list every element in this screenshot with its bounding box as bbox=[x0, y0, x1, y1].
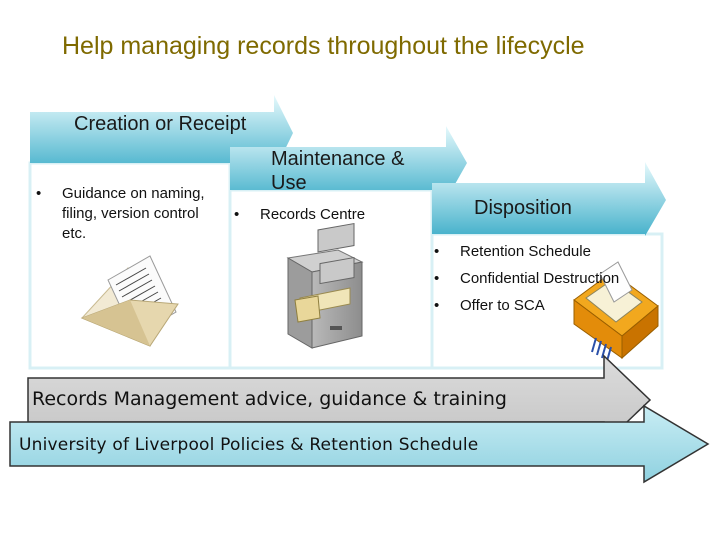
policies-bar-label: University of Liverpool Policies & Reten… bbox=[19, 433, 478, 457]
stage-label-creation: Creation or Receipt bbox=[74, 112, 264, 136]
maintenance-bullet-list: •Records Centre bbox=[234, 205, 424, 225]
stage-label-maintenance: Maintenance & Use bbox=[271, 147, 431, 195]
creation-bullet-list: •Guidance on naming, filing, version con… bbox=[36, 184, 226, 244]
disposition-bullet-list: •Retention Schedule •Confidential Destru… bbox=[434, 238, 660, 319]
list-item: •Retention Schedule bbox=[434, 238, 660, 265]
advice-bar-label: Records Management advice, guidance & tr… bbox=[32, 387, 507, 411]
list-item: •Records Centre bbox=[234, 205, 424, 225]
list-item: •Guidance on naming, filing, version con… bbox=[36, 184, 226, 244]
list-item: •Offer to SCA bbox=[434, 292, 660, 319]
list-item: •Confidential Destruction bbox=[434, 265, 660, 292]
stage-label-disposition: Disposition bbox=[474, 196, 634, 220]
page-title: Help managing records throughout the lif… bbox=[62, 30, 622, 63]
